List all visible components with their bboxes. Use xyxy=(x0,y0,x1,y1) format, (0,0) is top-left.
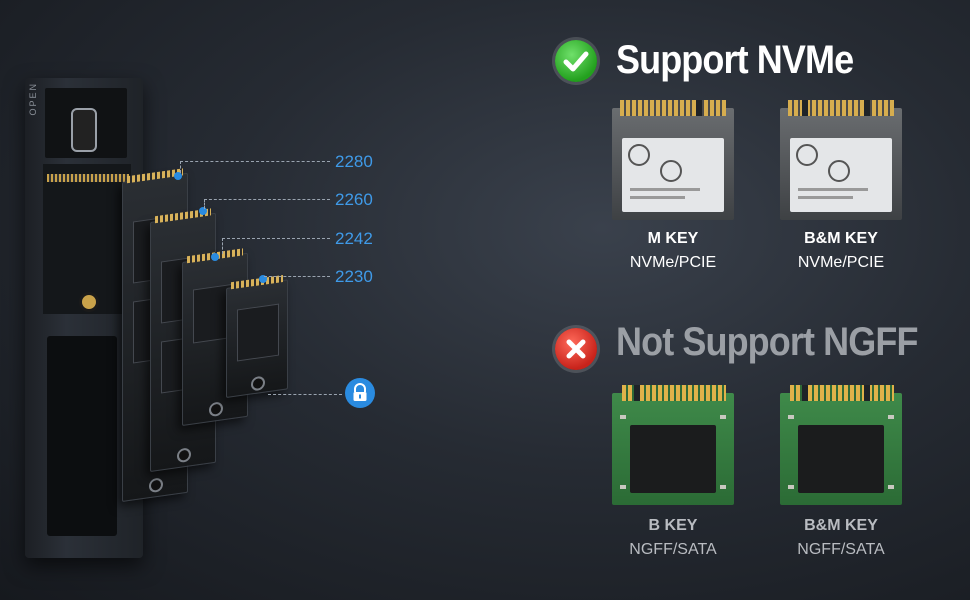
leader-line-2242 xyxy=(222,238,330,239)
enclosure-tray xyxy=(47,336,117,536)
card-type-label: NGFF/SATA xyxy=(629,541,717,558)
marker-dot-2230 xyxy=(259,275,267,283)
ngff-ssd-image xyxy=(780,385,902,505)
card-key-label: B&M KEY xyxy=(804,230,878,247)
card-bm-key-nvme: B&M KEY NVMe/PCIE xyxy=(780,100,902,271)
leader-line-lock xyxy=(268,394,342,395)
checkmark-icon xyxy=(555,40,597,82)
card-type-label: NVMe/PCIE xyxy=(797,254,885,271)
card-type-label: NGFF/SATA xyxy=(797,541,885,558)
card-b-key: B KEY NGFF/SATA xyxy=(612,385,734,558)
leader-line-2260 xyxy=(204,199,330,200)
nvme-ssd-image xyxy=(612,100,734,220)
m2-slot xyxy=(47,174,129,182)
marker-dot-2242 xyxy=(211,253,219,261)
support-nvme-heading: Support NVMe xyxy=(616,38,854,82)
card-type-label: NVMe/PCIE xyxy=(629,254,717,271)
card-key-label: B&M KEY xyxy=(804,517,878,534)
nvme-ssd-image xyxy=(780,100,902,220)
leader-line-2280 xyxy=(180,161,330,162)
size-label-2230: 2230 xyxy=(335,267,373,286)
card-key-label: M KEY xyxy=(647,230,699,247)
card-key-label: B KEY xyxy=(648,517,698,534)
enclosure-open-label: OPEN xyxy=(28,82,38,116)
leader-vertical-2280 xyxy=(180,161,181,173)
size-label-2260: 2260 xyxy=(335,190,373,209)
leader-line-2230 xyxy=(264,276,330,277)
card-bm-key-ngff: B&M KEY NGFF/SATA xyxy=(780,385,902,558)
screw-hole xyxy=(79,292,99,312)
ngff-ssd-image xyxy=(612,385,734,505)
leader-vertical-2242 xyxy=(222,238,223,254)
marker-dot-2260 xyxy=(199,207,207,215)
leader-vertical-2260 xyxy=(204,199,205,209)
enclosure-cap xyxy=(45,88,127,158)
not-support-ngff-heading: Not Support NGFF xyxy=(616,320,918,364)
cross-icon xyxy=(555,328,597,370)
lock-icon xyxy=(345,378,375,408)
enclosure-board xyxy=(43,164,131,314)
ssd-2230 xyxy=(226,274,288,398)
size-label-2242: 2242 xyxy=(335,229,373,248)
usb-c-port-icon xyxy=(71,108,97,152)
size-label-2280: 2280 xyxy=(335,152,373,171)
marker-dot-2280 xyxy=(174,172,182,180)
card-m-key: M KEY NVMe/PCIE xyxy=(612,100,734,271)
